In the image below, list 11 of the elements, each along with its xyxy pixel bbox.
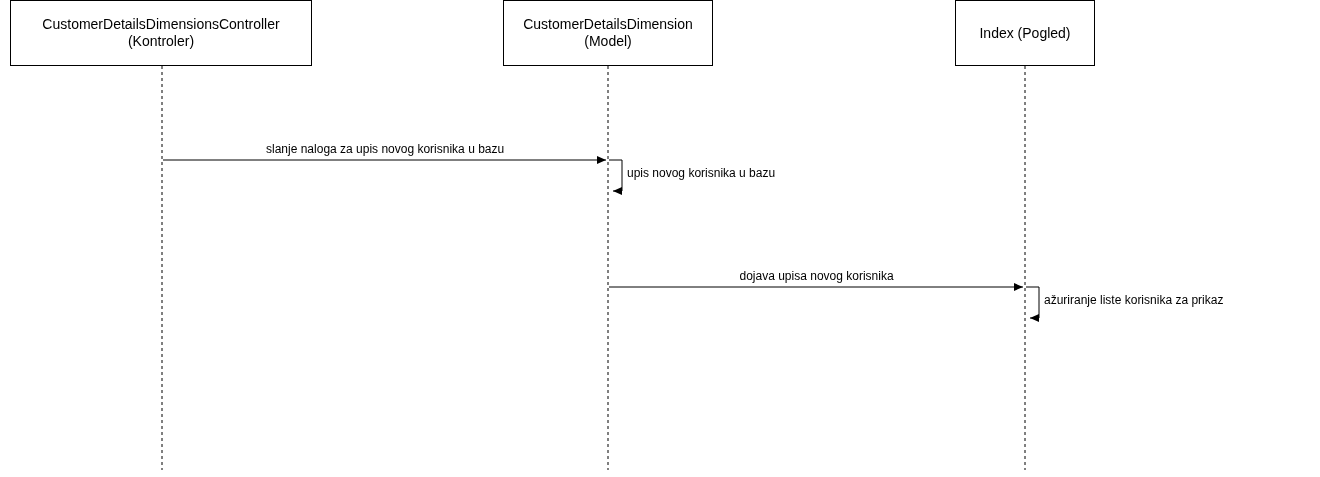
participant-name: CustomerDetailsDimensionsController (Kontroler) [41, 16, 281, 50]
message-label: ažuriranje liste korisnika za prikaz [1044, 293, 1224, 307]
participant-name: Index (Pogled) [979, 24, 1071, 42]
message-label: upis novog korisnika u bazu [627, 166, 776, 180]
message-arrow [608, 159, 623, 195]
participant-name: CustomerDetailsDimension (Model) [522, 16, 694, 50]
message-label: slanje naloga za upis novog korisnika u bazu [266, 142, 505, 156]
message-arrow [608, 283, 1024, 291]
message-label: dojava upisa novog korisnika [739, 269, 894, 283]
message-arrow [162, 156, 607, 164]
message-arrow [1025, 286, 1040, 322]
